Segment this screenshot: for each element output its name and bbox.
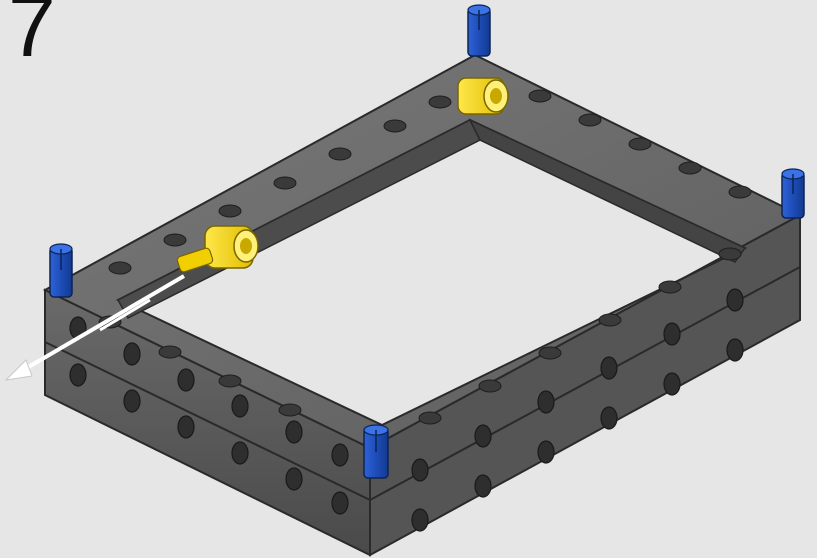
blue-pin-left-corner — [50, 244, 72, 297]
yellow-bush — [458, 78, 508, 114]
blue-pin-right-corner — [782, 169, 804, 218]
blue-pin-front-corner — [364, 425, 388, 478]
frame-front-right-wall — [370, 215, 800, 555]
frame-inner-back-left-wall — [118, 120, 480, 318]
blue-pin-back-corner — [468, 5, 490, 56]
